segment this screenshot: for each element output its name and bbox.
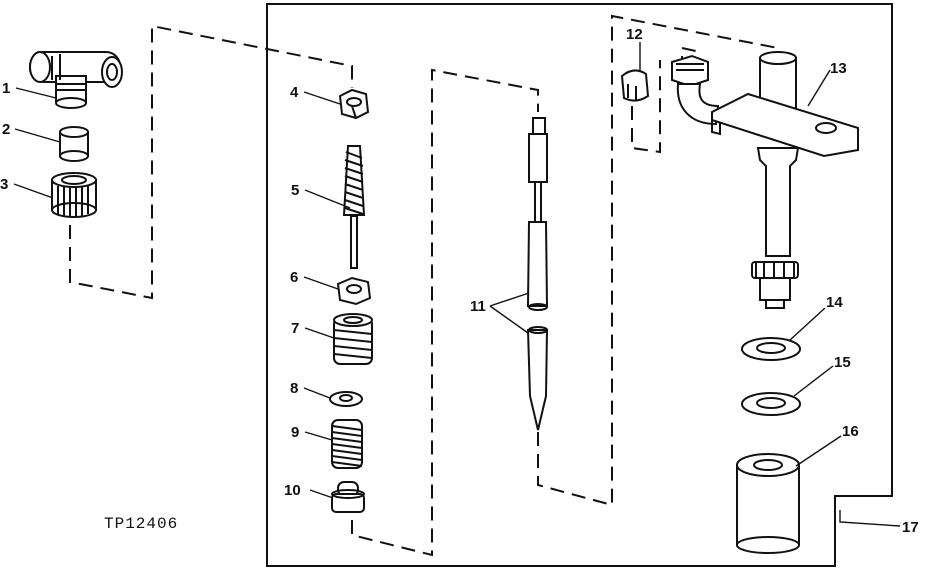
hex-nut-middle — [336, 276, 372, 306]
nozzle-sleeve — [736, 453, 800, 554]
tee-fitting — [29, 51, 123, 109]
callout-6: 6 — [290, 269, 298, 286]
callout-12: 12 — [626, 26, 643, 43]
callout-15: 15 — [834, 354, 851, 371]
protective-cap — [620, 60, 661, 154]
callout-16: 16 — [842, 423, 859, 440]
callout-2: 2 — [2, 121, 10, 138]
callout-7: 7 — [291, 320, 299, 337]
spring-seat — [331, 481, 365, 513]
knurled-nut — [51, 172, 97, 218]
callout-9: 9 — [291, 424, 299, 441]
small-washer — [329, 391, 363, 407]
sleeve — [59, 126, 89, 162]
callout-11: 11 — [470, 298, 486, 315]
callout-8: 8 — [290, 380, 298, 397]
leader-lines — [13, 42, 901, 527]
callout-3: 3 — [0, 176, 8, 193]
seal-washer-upper — [741, 337, 801, 361]
dashed-connector-middle — [351, 68, 539, 557]
background-panel — [266, 3, 893, 567]
callout-14: 14 — [826, 294, 843, 311]
callout-5: 5 — [291, 182, 299, 199]
callout-1: 1 — [2, 80, 10, 97]
callout-10: 10 — [284, 482, 301, 499]
callout-17: 17 — [902, 519, 919, 536]
hex-nut-top — [338, 88, 370, 120]
needle-valve — [526, 117, 549, 431]
figure-code: TP12406 — [104, 515, 178, 533]
injector-nozzle — [671, 46, 859, 309]
dashed-connector-right — [537, 14, 779, 507]
threaded-bushing — [333, 313, 373, 365]
callout-4: 4 — [290, 84, 299, 101]
dashed-connector-left — [69, 24, 353, 300]
threaded-rod — [342, 145, 366, 269]
seal-washer-lower — [741, 392, 801, 416]
spring — [331, 419, 363, 469]
callout-13: 13 — [830, 60, 847, 77]
